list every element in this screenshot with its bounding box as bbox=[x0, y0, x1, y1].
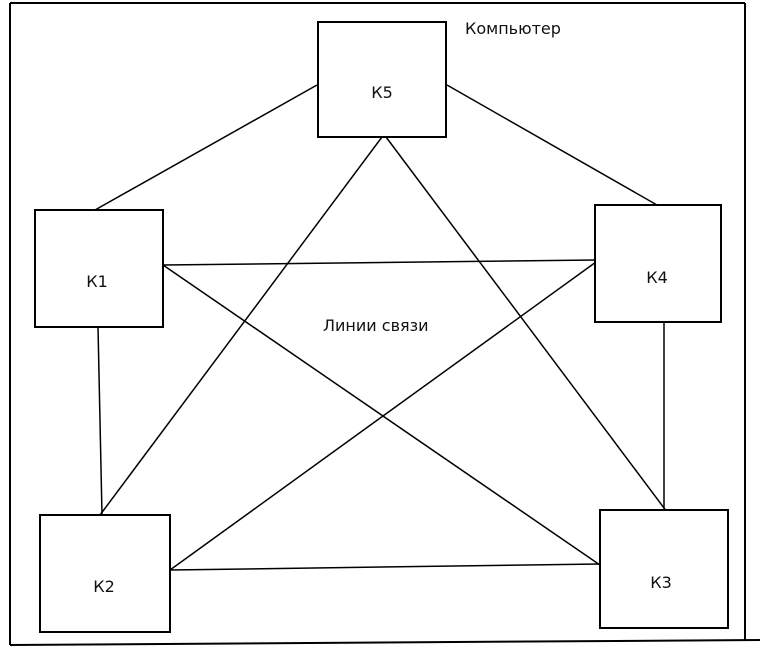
node-k1: К1 bbox=[34, 209, 164, 328]
link-k2-k3 bbox=[169, 563, 601, 571]
node-k1-box bbox=[34, 209, 164, 328]
link-k1-k2 bbox=[97, 326, 103, 516]
node-k2-box bbox=[39, 514, 171, 633]
node-k4: К4 bbox=[594, 204, 722, 323]
link-k1-k3 bbox=[162, 264, 601, 566]
link-k5-k1 bbox=[94, 84, 318, 211]
node-k1-label: К1 bbox=[86, 272, 108, 291]
links-annotation: Линии связи bbox=[323, 316, 429, 335]
diagram-frame bbox=[9, 2, 761, 646]
node-k3-label: К3 bbox=[650, 573, 672, 592]
node-k3-box bbox=[599, 509, 729, 629]
computer-annotation: Компьютер bbox=[465, 19, 561, 38]
node-k2-label: К2 bbox=[93, 577, 115, 596]
link-k1-k4 bbox=[162, 259, 597, 266]
node-k4-label: К4 bbox=[646, 268, 668, 287]
node-k5: К5 bbox=[317, 21, 447, 138]
node-k3: К3 bbox=[599, 509, 729, 629]
link-k5-k2 bbox=[99, 136, 383, 516]
link-k5-k3 bbox=[385, 136, 668, 513]
node-k4-box bbox=[594, 204, 722, 323]
communication-lines bbox=[94, 84, 668, 571]
node-k5-label: К5 bbox=[371, 83, 393, 102]
node-k2: К2 bbox=[39, 514, 171, 633]
node-k5-box bbox=[317, 21, 447, 138]
link-k2-k4 bbox=[169, 261, 597, 571]
frame-bottom-edge bbox=[9, 639, 761, 646]
link-k5-k4 bbox=[446, 84, 658, 206]
